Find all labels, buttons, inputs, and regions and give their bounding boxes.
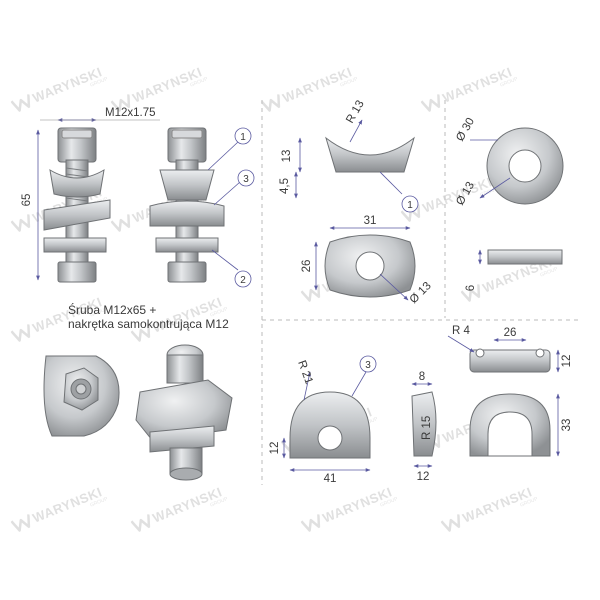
dim-p2-thick: 6 xyxy=(465,285,477,291)
dim-p1-depth: 26 xyxy=(301,260,313,273)
svg-text:2: 2 xyxy=(240,275,246,286)
part3-side-view xyxy=(411,391,437,457)
dim-p3-height: 12 xyxy=(269,442,281,455)
part1-top-view xyxy=(324,234,416,298)
callout-3-part: 3 xyxy=(359,355,377,373)
waryński-w-logo-icon xyxy=(10,213,35,234)
section-dividers xyxy=(261,100,580,485)
waryński-w-logo-icon xyxy=(300,513,325,534)
waryński-w-logo-icon xyxy=(10,513,35,534)
caption-line-1: Śruba M12x65 + xyxy=(68,302,156,317)
waryński-w-logo-icon xyxy=(300,283,325,304)
dim-bolt-length: 65 xyxy=(21,194,33,207)
waryński-w-logo-icon xyxy=(10,93,35,114)
callout-3-bolt: 3 xyxy=(237,169,255,187)
dim-p1-height: 13 xyxy=(281,150,293,163)
part3-dimension-lines xyxy=(282,371,433,472)
svg-text:1: 1 xyxy=(407,200,413,211)
svg-text:3: 3 xyxy=(243,174,249,185)
dim-p3-thick: 8 xyxy=(419,371,425,383)
dim-p3-radius: R 21 xyxy=(295,359,315,386)
bolt-assembly-front-view xyxy=(43,127,111,283)
waryński-w-logo-icon xyxy=(10,323,35,344)
dim-p2-outer: Ø 30 xyxy=(454,116,477,144)
part3-front-view xyxy=(289,391,371,459)
part1-dimension-lines xyxy=(294,119,411,301)
clamp-3d-perspective-view xyxy=(135,344,233,481)
bolt-assembly-side-view xyxy=(149,127,225,283)
callout-1-bolt: 1 xyxy=(234,127,252,145)
dim-p1-radius: R 13 xyxy=(344,98,367,125)
waryński-w-logo-icon xyxy=(420,93,445,114)
dim-p1-base: 4,5 xyxy=(279,178,291,194)
dim-p3-base: 12 xyxy=(417,471,430,483)
callout-2-bolt: 2 xyxy=(234,270,252,288)
part4-dimension-lines xyxy=(447,335,560,457)
clamp-3d-top-view xyxy=(43,355,120,437)
dim-thread: M12x1.75 xyxy=(105,107,156,119)
waryński-w-logo-icon xyxy=(130,513,155,534)
part2-side-view xyxy=(487,249,563,265)
callout-leaders xyxy=(207,141,241,271)
part4-front-view xyxy=(469,393,551,457)
dim-p1-width: 31 xyxy=(364,215,377,227)
waryński-w-logo-icon xyxy=(110,213,135,234)
dim-p4-radius: R 4 xyxy=(452,325,471,337)
part1-side-view xyxy=(325,136,415,173)
part4-top-view xyxy=(469,348,551,373)
svg-text:3: 3 xyxy=(365,360,371,371)
waryński-w-logo-icon xyxy=(440,513,465,534)
caption-line-2: nakrętka samokontrująca M12 xyxy=(68,317,229,331)
dim-p3-radius-2: R 15 xyxy=(421,416,433,440)
dim-p3-width: 41 xyxy=(324,473,337,485)
dim-p4-height-2: 33 xyxy=(561,419,573,432)
dim-p4-height-1: 12 xyxy=(561,355,573,368)
svg-text:1: 1 xyxy=(240,132,246,143)
waryński-w-logo-icon xyxy=(260,93,285,114)
part2-top-view xyxy=(486,127,564,205)
callout-1-part: 1 xyxy=(401,195,419,213)
part2-dimension-lines xyxy=(470,139,511,265)
bolt-dimension-lines xyxy=(36,118,160,281)
dim-p4-width: 26 xyxy=(504,327,517,339)
